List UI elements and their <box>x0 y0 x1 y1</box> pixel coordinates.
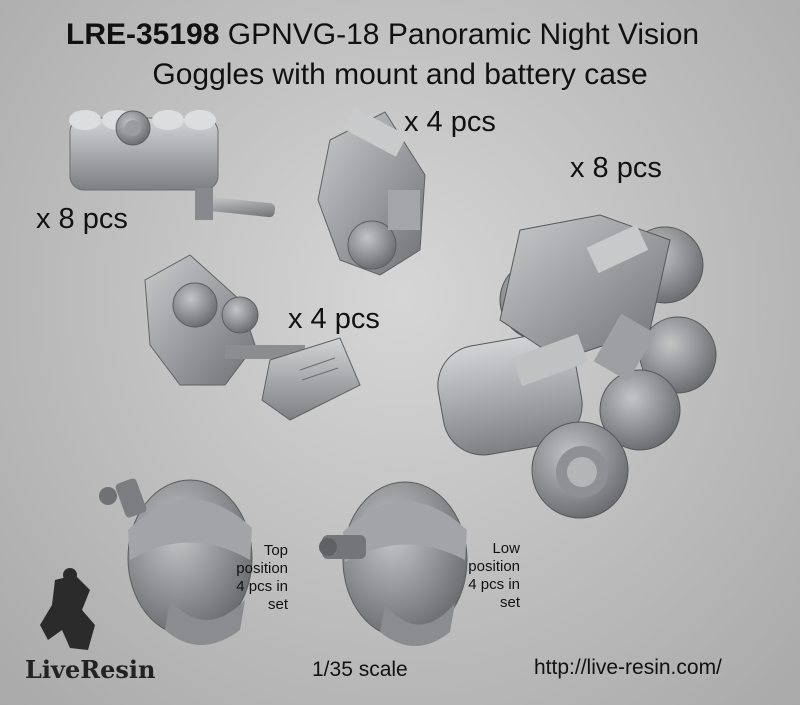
low-note-line: 4 pcs in <box>468 576 520 593</box>
low-note-line: set <box>499 594 520 611</box>
scale-label: 1/35 scale <box>312 658 408 681</box>
website-link[interactable]: http://live-resin.com/ <box>534 656 722 679</box>
low-note-line: position <box>468 558 520 575</box>
low-position-note: Low position 4 pcs in set <box>458 540 520 612</box>
gpnvg18-goggles-render <box>437 214 717 519</box>
low-note-line: Low <box>492 540 520 557</box>
battery-case-quantity: x 8 pcs <box>36 203 128 235</box>
mount-b-quantity: x 4 pcs <box>288 303 380 335</box>
product-name-line-1: GPNVG-18 Panoramic Night Vision <box>227 18 700 51</box>
top-note-line: 4 pcs in <box>236 578 288 595</box>
liveresin-logo-figure <box>40 568 95 650</box>
battery-case-render <box>69 110 276 220</box>
product-name-line-2: Goggles with mount and battery case <box>152 58 648 91</box>
top-position-note: Top position 4 pcs in set <box>226 542 288 614</box>
brand-logo-text: LiveResin <box>25 655 156 684</box>
goggles-quantity: x 8 pcs <box>570 152 662 184</box>
top-note-line: position <box>236 560 288 577</box>
product-code: LRE-35198 <box>66 18 220 51</box>
top-note-line: set <box>267 596 288 613</box>
mount-a-render <box>317 107 426 276</box>
mount-a-quantity: x 4 pcs <box>404 106 496 138</box>
helmet-head-top-render <box>99 478 253 645</box>
top-note-line: Top <box>263 542 288 559</box>
title-line-1: LRE-35198 GPNVG-18 Panoramic Night Visio… <box>66 18 699 52</box>
helmet-head-low-render <box>319 481 468 646</box>
mount-b-render <box>144 254 361 421</box>
